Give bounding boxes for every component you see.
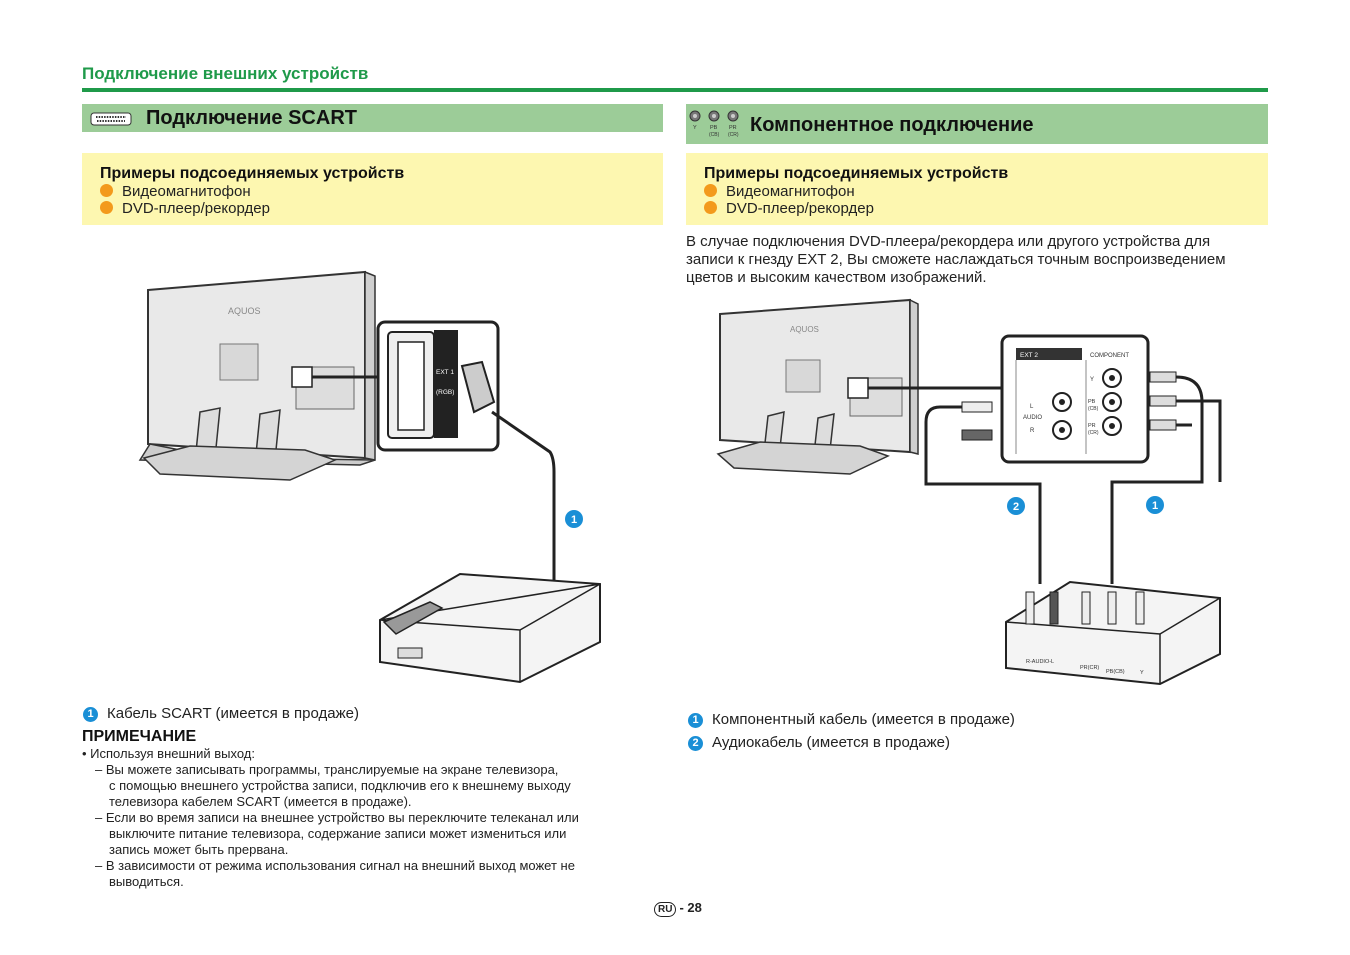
callout-2-badge	[1007, 497, 1025, 515]
svg-text:(CB): (CB)	[1088, 406, 1099, 412]
svg-text:PR: PR	[729, 125, 737, 131]
example-item: Видеомагнитофон	[704, 183, 855, 200]
svg-text:Y: Y	[1090, 377, 1094, 383]
scart-section-bar: Подключение SCART	[82, 104, 663, 132]
note-line: с помощью внешнего устройства записи, по…	[109, 778, 571, 793]
svg-text:L: L	[1030, 404, 1034, 410]
note-line: – В зависимости от режима использования …	[95, 858, 575, 873]
callout-1-badge	[565, 510, 583, 528]
orange-bullet-icon	[100, 201, 113, 214]
svg-text:2: 2	[1013, 501, 1019, 513]
callout-badge: 2	[688, 736, 703, 751]
svg-text:1: 1	[1152, 500, 1158, 512]
note-line: – Вы можете записывать программы, трансл…	[95, 762, 559, 777]
ext1-zoom-panel: EXT 1 (RGB)	[376, 320, 500, 452]
svg-text:PB: PB	[710, 125, 718, 131]
scart-connection-diagram: AQUOS EXT 1 (RGB) 1	[138, 270, 601, 684]
callout-1-badge	[1146, 496, 1164, 514]
orange-bullet-icon	[100, 184, 113, 197]
rgb-label: (RGB)	[436, 389, 454, 396]
ext2-zoom-panel: EXT 2 COMPONENT L AUDIO R Y PB (CB) PR (…	[1000, 334, 1150, 464]
tv-logo: AQUOS	[228, 306, 261, 316]
component-label: COMPONENT	[1090, 353, 1129, 359]
callout-badge: 1	[83, 707, 98, 722]
scart-port-icon	[90, 112, 132, 126]
ext2-label: EXT 2	[1020, 352, 1038, 359]
language-badge: RU	[654, 902, 677, 917]
audio-plugs	[961, 401, 993, 441]
examples-heading: Примеры подсоединяемых устройств	[100, 165, 405, 182]
component-plugs	[1149, 371, 1177, 431]
note-title: ПРИМЕЧАНИЕ	[82, 728, 197, 745]
component-ports-icon: Y PB (CB) PR (CR)	[689, 110, 739, 138]
component-section-title: Компонентное подключение	[750, 114, 1034, 136]
component-section-bar: Y PB (CB) PR (CR) Компонентное подключен…	[686, 104, 1268, 144]
example-item: DVD-плеер/рекордер	[704, 200, 874, 217]
tv-logo: AQUOS	[790, 325, 819, 334]
svg-text:1: 1	[571, 514, 577, 526]
recorder-illustration: R-AUDIO-L PR(CR) PB(CB) Y	[1005, 580, 1221, 686]
section-title: Подключение внешних устройств	[82, 64, 369, 83]
svg-text:PB: PB	[1088, 399, 1096, 405]
ext1-label: EXT 1	[436, 369, 454, 376]
page-number: RU- 28	[654, 900, 702, 917]
component-intro-text: В случае подключения DVD-плеера/рекордер…	[686, 233, 1226, 286]
svg-text:PR: PR	[1088, 423, 1096, 429]
svg-text:AUDIO: AUDIO	[1023, 415, 1042, 421]
note-line: выключите питание телевизора, содержание…	[109, 826, 567, 841]
note-line: • Используя внешний выход:	[82, 746, 255, 761]
orange-bullet-icon	[704, 184, 717, 197]
svg-text:PR(CR): PR(CR)	[1080, 665, 1099, 671]
tv-illustration: AQUOS	[716, 298, 919, 475]
svg-text:(CR): (CR)	[728, 132, 739, 138]
svg-text:(CR): (CR)	[1088, 430, 1099, 436]
recorder-illustration	[379, 572, 601, 684]
svg-text:PB(CB): PB(CB)	[1106, 669, 1125, 675]
svg-text:Y: Y	[1140, 670, 1144, 676]
note-line: телевизора кабелем SCART (имеется в прод…	[109, 794, 412, 809]
example-item: DVD-плеер/рекордер	[100, 200, 270, 217]
scart-section-title: Подключение SCART	[146, 107, 357, 129]
svg-text:(CB): (CB)	[709, 132, 720, 138]
note-line: выводиться.	[109, 874, 184, 889]
section-divider	[82, 88, 1268, 92]
orange-bullet-icon	[704, 201, 717, 214]
examples-heading: Примеры подсоединяемых устройств	[704, 165, 1009, 182]
svg-text:R: R	[1030, 428, 1035, 434]
note-line: – Если во время записи на внешнее устрой…	[95, 810, 579, 825]
note-line: запись может быть прервана.	[109, 842, 289, 857]
component-examples-box: Примеры подсоединяемых устройств Видеома…	[686, 153, 1268, 225]
tv-illustration: AQUOS	[138, 270, 376, 481]
svg-text:R-AUDIO-L: R-AUDIO-L	[1026, 659, 1054, 665]
component-connection-diagram: AQUOS EXT 2 COMPONENT L AUDIO R Y PB (CB…	[716, 298, 1222, 686]
svg-text:Y: Y	[693, 125, 697, 131]
example-item: Видеомагнитофон	[100, 183, 251, 200]
scart-examples-box: Примеры подсоединяемых устройств Видеома…	[82, 153, 663, 225]
callout-badge: 1	[688, 713, 703, 728]
